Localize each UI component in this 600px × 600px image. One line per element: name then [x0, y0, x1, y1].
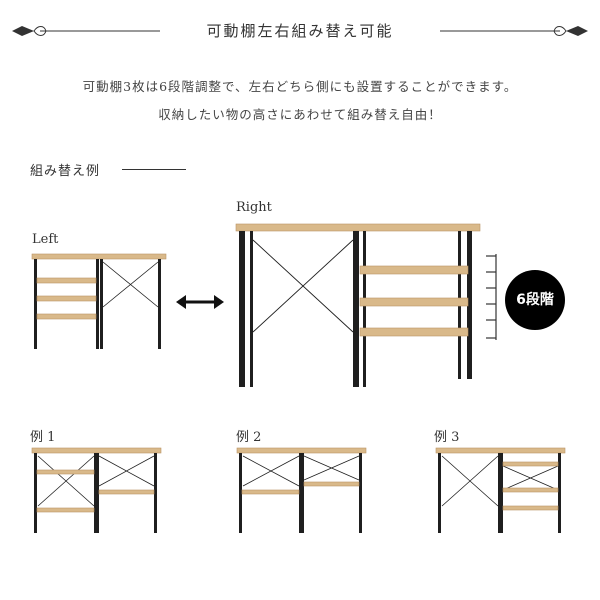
right-label: Right [236, 200, 272, 215]
example-1-label: 例 1 [30, 430, 56, 445]
right-shelf-illustration [235, 223, 481, 387]
example-2-label: 例 2 [236, 430, 262, 445]
left-label: Left [32, 232, 59, 247]
example-3-illustration [435, 447, 566, 533]
description-line-2: 収納したい物の高さにあわせて組み替え自由！ [158, 107, 442, 122]
left-ornament-icon [12, 26, 160, 36]
example-1-illustration [31, 447, 162, 533]
header: 可動棚左右組み替え可能 [0, 16, 600, 46]
section-divider [122, 169, 186, 170]
left-shelf-illustration [31, 253, 167, 349]
section-label: 組み替え例 [30, 164, 101, 179]
page-title: 可動棚左右組み替え可能 [206, 22, 394, 40]
swap-arrow-icon [176, 295, 224, 309]
six-level-badge: 6段階 [505, 270, 565, 330]
example-2-illustration [236, 447, 367, 533]
description-line-1: 可動棚3枚は6段階調整で、左右どちら側にも設置することができます。 [82, 79, 518, 94]
right-ornament-icon [440, 26, 588, 36]
level-scale-icon [486, 254, 497, 340]
example-3-label: 例 3 [434, 430, 460, 445]
